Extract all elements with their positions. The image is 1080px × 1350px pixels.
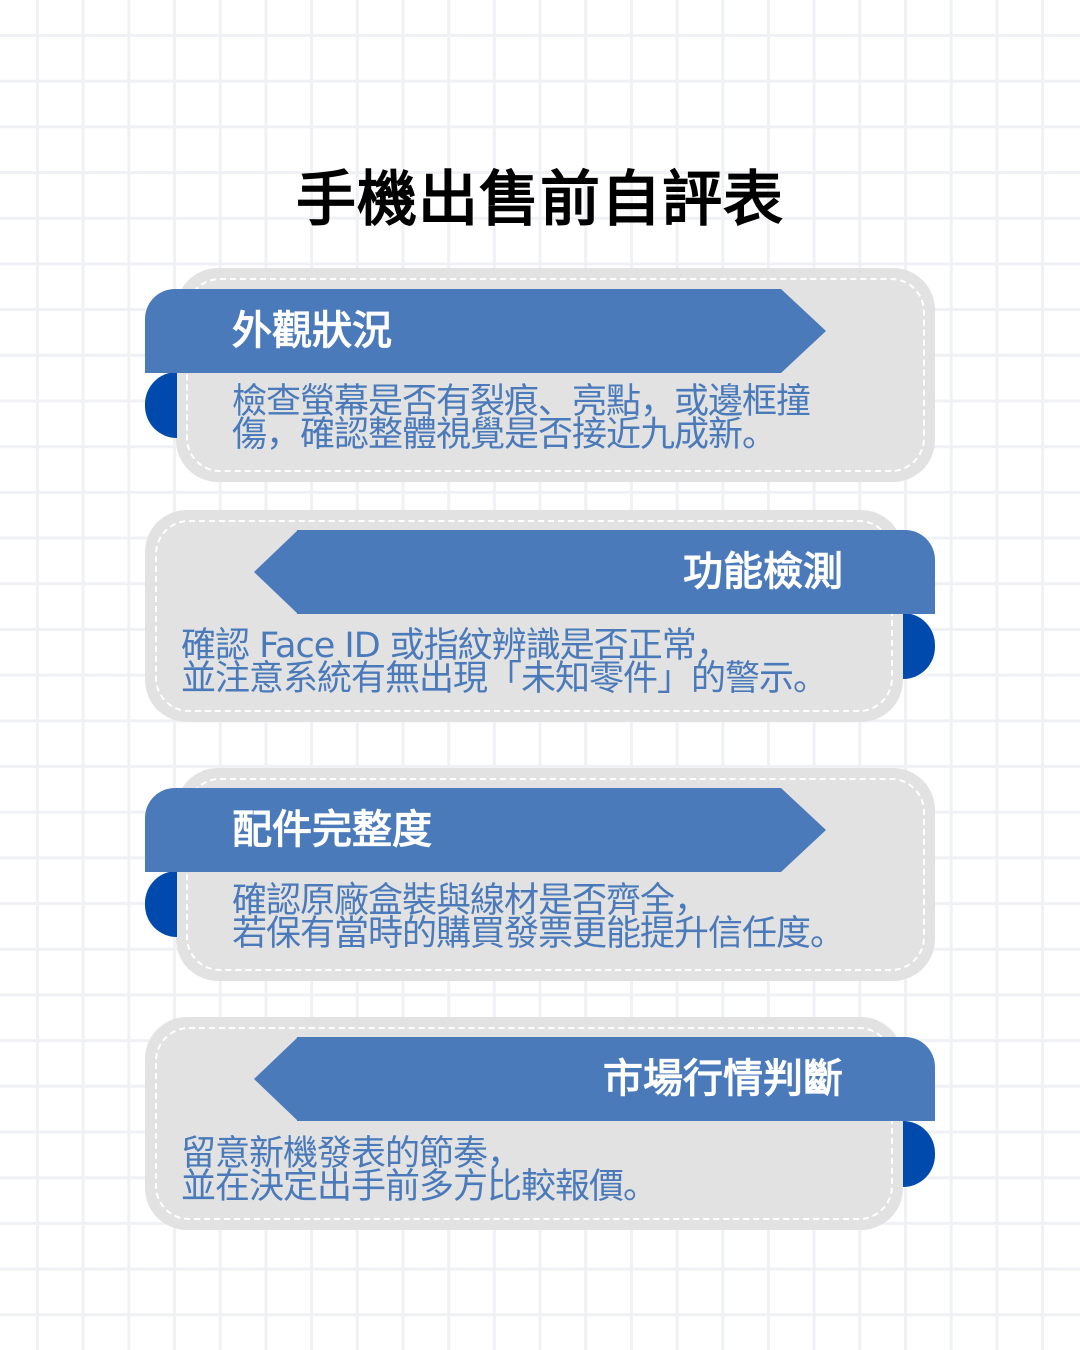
section-heading: 市場行情判斷: [603, 1056, 843, 1102]
section-heading: 外觀狀況: [232, 308, 392, 354]
ribbon-fold: [145, 871, 177, 937]
description-line: 並注意系統有無出現「未知零件」的警示。: [181, 659, 828, 699]
section-ribbon: 外觀狀況: [145, 289, 826, 373]
section-heading: 功能檢測: [683, 549, 843, 595]
section-description: 確認 Face ID 或指紋辨識是否正常， 並注意系統有無出現「未知零件」的警示…: [181, 626, 828, 699]
section-description: 確認原廠盒裝與線材是否齊全， 若保有當時的購買發票更能提升信任度。: [232, 881, 845, 954]
section-ribbon: 市場行情判斷: [297, 1037, 935, 1121]
description-line: 傷，確認整體視覺是否接近九成新。: [232, 415, 777, 455]
dashed-border: [186, 278, 925, 472]
dashed-border: [155, 520, 893, 712]
section-description: 留意新機發表的節奏， 並在決定出手前多方比較報價。: [181, 1134, 658, 1207]
description-line: 並在決定出手前多方比較報價。: [181, 1167, 658, 1207]
section-ribbon: 配件完整度: [145, 788, 826, 872]
dashed-border: [186, 778, 925, 971]
description-line: 檢查螢幕是否有裂痕、亮點，或邊框撞: [232, 382, 811, 422]
description-line: 留意新機發表的節奏，: [181, 1134, 522, 1174]
description-line: 確認 Face ID 或指紋辨識是否正常，: [181, 626, 731, 666]
section-ribbon: 功能檢測: [297, 530, 935, 614]
section-description: 檢查螢幕是否有裂痕、亮點，或邊框撞 傷，確認整體視覺是否接近九成新。: [232, 382, 811, 455]
ribbon-fold: [903, 1121, 935, 1187]
dashed-border: [155, 1027, 893, 1220]
description-line: 若保有當時的購買發票更能提升信任度。: [232, 914, 845, 954]
section-heading: 配件完整度: [232, 807, 432, 853]
page-title: 手機出售前自評表: [296, 165, 784, 235]
ribbon-fold: [903, 613, 935, 679]
ribbon-fold: [145, 372, 177, 438]
description-line: 確認原廠盒裝與線材是否齊全，: [232, 881, 709, 921]
